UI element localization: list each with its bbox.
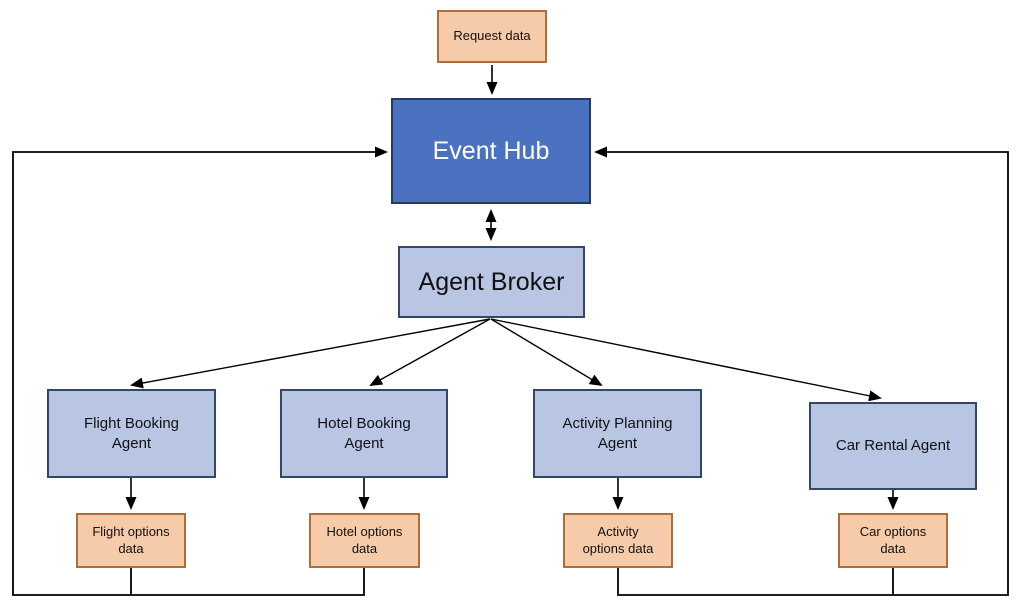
node-agent-broker: Agent Broker	[398, 246, 585, 318]
edge-broker-to-activity-agent	[490, 318, 603, 387]
node-car-options-data: Car options data	[838, 513, 948, 568]
node-event-hub: Event Hub	[391, 98, 591, 204]
node-hotel-options-data-label: Hotel options data	[326, 523, 403, 556]
edge-right-loop-to-hub	[594, 146, 1009, 596]
node-activity-planning-agent: Activity Planning Agent	[533, 389, 702, 478]
node-car-rental-agent-label: Car Rental Agent	[835, 437, 951, 455]
node-activity-options-data-label: Activity options data	[582, 523, 654, 556]
node-flight-booking-agent-label: Flight Booking Agent	[83, 415, 180, 452]
node-request-data: Request data	[437, 10, 547, 63]
node-flight-booking-agent: Flight Booking Agent	[47, 389, 216, 478]
node-hotel-options-data: Hotel options data	[309, 513, 420, 568]
node-car-rental-agent: Car Rental Agent	[809, 402, 977, 490]
node-agent-broker-label: Agent Broker	[418, 267, 565, 296]
node-car-options-data-label: Car options data	[859, 523, 927, 556]
edge-broker-to-flight-agent	[130, 318, 491, 389]
edge-left-loop-to-hub	[12, 146, 388, 596]
node-hotel-booking-agent: Hotel Booking Agent	[280, 389, 448, 478]
node-activity-options-data: Activity options data	[563, 513, 673, 568]
node-activity-planning-agent-label: Activity Planning Agent	[562, 415, 673, 452]
node-flight-options-data-label: Flight options data	[92, 523, 170, 556]
edge-broker-to-car-agent	[490, 318, 882, 402]
node-flight-options-data: Flight options data	[76, 513, 186, 568]
node-event-hub-label: Event Hub	[432, 136, 550, 165]
node-request-data-label: Request data	[453, 28, 531, 44]
edge-broker-to-hotel-agent	[369, 318, 491, 386]
node-hotel-booking-agent-label: Hotel Booking Agent	[317, 415, 411, 452]
